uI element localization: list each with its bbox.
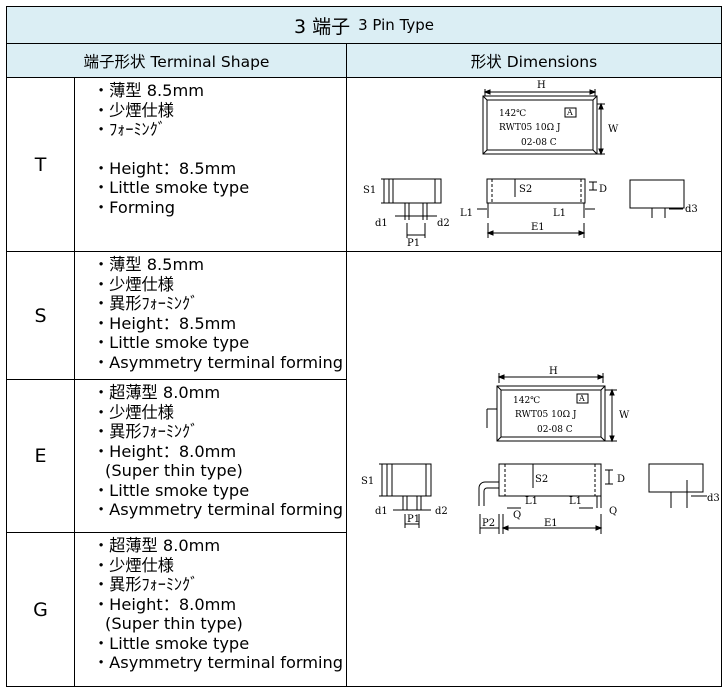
description-line: ・少煙仕様 — [93, 555, 174, 575]
label-l1-left: L1 — [525, 496, 538, 507]
marking-temp: 142℃ — [513, 396, 540, 406]
description-line: ・Asymmetry terminal forming — [93, 653, 344, 672]
marking-date: 02-08 C — [521, 138, 557, 148]
marking-date: 02-08 C — [537, 425, 573, 435]
row-code-g: G — [6, 532, 75, 687]
row-code-label: T — [34, 153, 47, 176]
description-line: ・薄型 8.5mm — [93, 255, 204, 274]
description-line: ・超薄型 8.0mm — [93, 383, 221, 402]
row-description-g: ・超薄型 8.0mm ・少煙仕様 ・異形ﾌｫｰﾐﾝｸﾞ ・Height：8.0m… — [74, 532, 347, 687]
row-code-label: S — [34, 304, 47, 327]
label-p2: P2 — [482, 518, 495, 529]
label-d3: d3 — [707, 493, 720, 504]
label-p1: P1 — [407, 238, 420, 249]
label-d2: d2 — [437, 218, 450, 229]
marking-box: A — [578, 394, 585, 403]
description-line: ・Forming — [93, 197, 175, 217]
description-line: ・異形ﾌｫｰﾐﾝｸﾞ — [93, 575, 199, 594]
label-p1: P1 — [407, 514, 420, 525]
label-h: H — [537, 80, 546, 91]
marking-temp: 142℃ — [499, 109, 526, 119]
label-l1-right: L1 — [569, 496, 582, 507]
description-line: ・Asymmetry terminal forming — [93, 500, 344, 519]
label-s1: S1 — [363, 185, 376, 196]
label-d1: d1 — [375, 506, 388, 517]
description-line: ・Little smoke type — [93, 633, 250, 653]
title-sub: 3 Pin Type — [358, 16, 435, 34]
label-s2: S2 — [535, 474, 548, 485]
description-line: ・Asymmetry terminal forming — [93, 352, 344, 372]
description-line: ・Little smoke type — [93, 480, 250, 500]
description-line: ・超薄型 8.0mm — [93, 536, 221, 555]
header-dimensions: 形状 Dimensions — [346, 43, 722, 78]
table-title: 3 端子 3 Pin Type — [6, 6, 722, 44]
dimension-drawing-t: H W 142℃ A RWT05 10Ω J 02-08 C S1 d1 d2 … — [346, 77, 722, 252]
row-code-label: G — [33, 598, 48, 621]
description-line: ・Height：8.0mm — [93, 441, 237, 461]
label-q-right: Q — [609, 506, 617, 517]
description-line: ・Height：8.5mm — [93, 313, 237, 333]
label-q-left: Q — [513, 510, 521, 521]
dimension-drawing-seg: H W 142℃ A RWT05 10Ω J 02-08 C S1 d1 d2 … — [346, 251, 722, 687]
description-line: ・Height：8.0mm — [93, 594, 237, 614]
marking-box: A — [566, 108, 573, 117]
header-dimensions-label: 形状 Dimensions — [470, 52, 598, 71]
dimension-diagram-seg: H W 142℃ A RWT05 10Ω J 02-08 C S1 d1 d2 … — [361, 366, 720, 534]
description-line: ・Little smoke type — [93, 178, 250, 197]
row-description-e: ・超薄型 8.0mm ・少煙仕様 ・異形ﾌｫｰﾐﾝｸﾞ ・Height：8.0m… — [74, 379, 347, 533]
label-d3: d3 — [685, 204, 698, 215]
row-code-s: S — [6, 251, 75, 380]
label-d: D — [617, 474, 625, 485]
label-d1: d1 — [375, 218, 388, 229]
row-code-t: T — [6, 77, 75, 252]
label-d2: d2 — [435, 506, 448, 517]
description-line: ・少煙仕様 — [93, 274, 174, 294]
description-line: (Super thin type) — [105, 461, 243, 480]
row-code-label: E — [34, 445, 47, 467]
description-line: ・異形ﾌｫｰﾐﾝｸﾞ — [93, 294, 199, 313]
description-line: ・少煙仕様 — [93, 402, 174, 422]
label-e1: E1 — [544, 518, 558, 529]
description-line: ・Height：8.5mm — [93, 158, 237, 178]
label-l1-left: L1 — [460, 208, 473, 219]
label-s2: S2 — [519, 184, 532, 195]
description-line: ・Little smoke type — [93, 333, 250, 352]
label-s1: S1 — [361, 476, 374, 487]
description-line: ・ﾌｫｰﾐﾝｸﾞ — [93, 120, 166, 139]
description-line: ・薄型 8.5mm — [93, 81, 204, 100]
description-line: ・異形ﾌｫｰﾐﾝｸﾞ — [93, 422, 199, 441]
label-d: D — [599, 184, 607, 195]
header-terminal-shape-label: 端子形状 Terminal Shape — [83, 52, 270, 71]
header-terminal-shape: 端子形状 Terminal Shape — [6, 43, 347, 78]
label-h: H — [549, 366, 558, 377]
description-line: ・少煙仕様 — [93, 100, 174, 120]
row-code-e: E — [6, 379, 75, 533]
label-e1: E1 — [531, 222, 545, 233]
description-line: (Super thin type) — [105, 614, 243, 633]
label-w: W — [608, 124, 619, 135]
row-description-s: ・薄型 8.5mm ・少煙仕様 ・異形ﾌｫｰﾐﾝｸﾞ ・Height：8.5mm… — [74, 251, 347, 380]
row-description-t: ・薄型 8.5mm ・少煙仕様 ・ﾌｫｰﾐﾝｸﾞ ・Height：8.5mm ・… — [74, 77, 347, 252]
marking-part: RWT05 10Ω J — [499, 123, 561, 133]
marking-part: RWT05 10Ω J — [515, 410, 577, 420]
dimension-diagram-t: H W 142℃ A RWT05 10Ω J 02-08 C S1 d1 d2 … — [363, 80, 698, 249]
title-main: 3 端子 — [293, 15, 351, 38]
label-l1-right: L1 — [553, 208, 566, 219]
label-w: W — [619, 410, 630, 421]
